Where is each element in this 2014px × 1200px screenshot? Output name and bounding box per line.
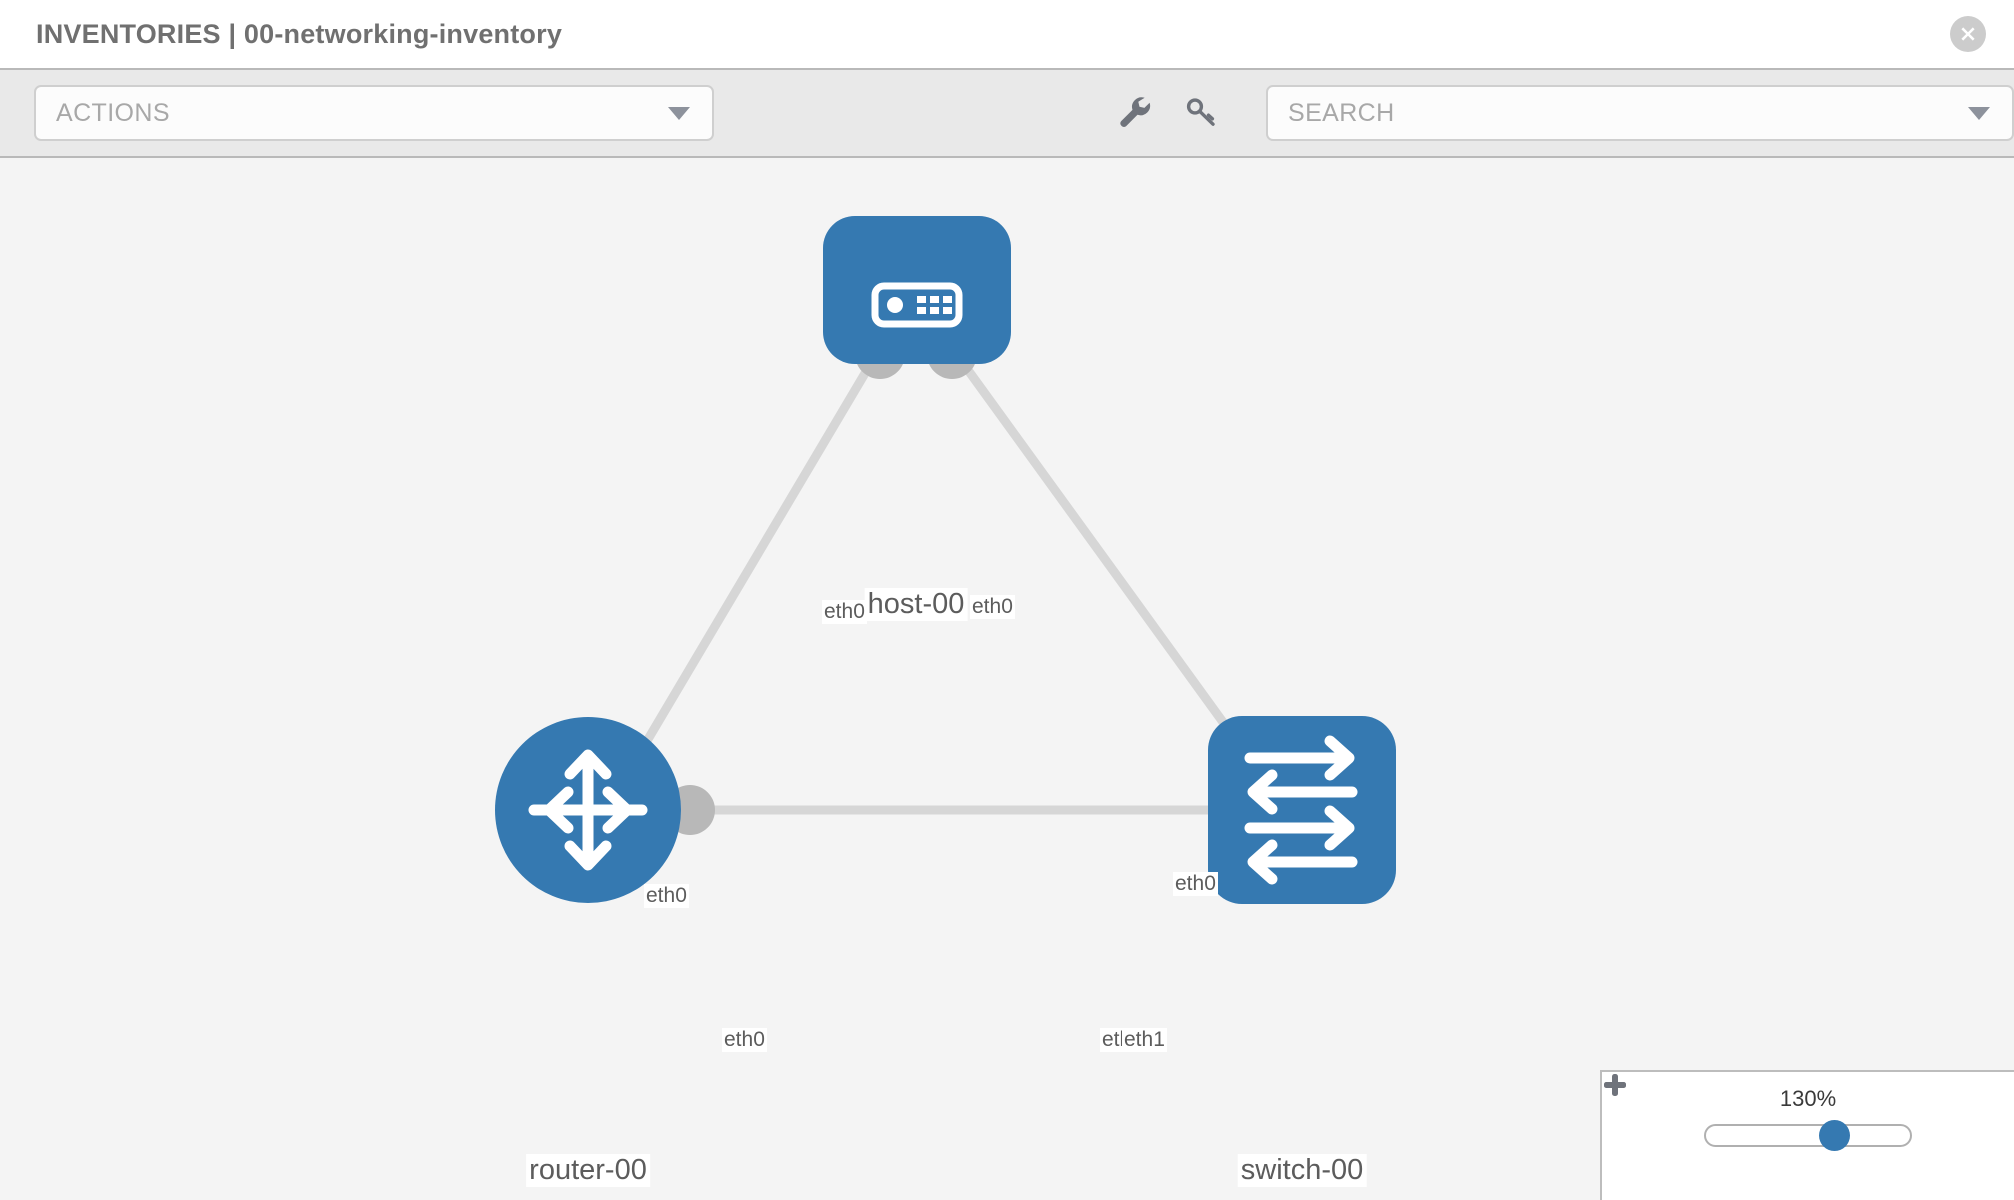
zoom-slider[interactable] <box>1704 1120 1912 1151</box>
topology-toolbar: ACTIONS <box>0 68 2014 158</box>
search-field-wrapper[interactable] <box>1266 85 2014 141</box>
node-label-router-00: router-00 <box>526 1154 650 1187</box>
iface-label: eth0 <box>644 884 689 908</box>
zoom-control-panel: 130% <box>1600 1070 2014 1200</box>
page-title: INVENTORIES | 00-networking-inventory <box>36 18 563 49</box>
actions-dropdown-label: ACTIONS <box>56 98 170 127</box>
chevron-down-icon[interactable] <box>1968 106 1990 120</box>
topology-graph <box>495 216 1396 904</box>
zoom-slider-row <box>1604 1074 1930 1151</box>
iface-label: eth0 <box>822 600 867 624</box>
chevron-down-icon <box>668 106 690 120</box>
zoom-slider-handle[interactable] <box>1819 1120 1851 1151</box>
iface-label: eth0 <box>722 1028 767 1052</box>
page-header: INVENTORIES | 00-networking-inventory <box>0 0 2014 68</box>
toolbar-icon-group <box>1114 92 1220 135</box>
close-icon[interactable] <box>1950 16 1986 52</box>
topology-edges <box>621 345 1266 815</box>
topology-node-router-00 <box>495 717 681 903</box>
iface-label: eth1 <box>1122 1028 1167 1052</box>
node-label-switch-00: switch-00 <box>1237 1154 1367 1187</box>
wrench-icon[interactable] <box>1114 92 1152 135</box>
node-label-host-00: host-00 <box>864 588 968 621</box>
topology-node-switch-00 <box>1208 716 1396 904</box>
topology-connectors <box>600 329 1287 835</box>
iface-label: eth0 <box>970 595 1015 619</box>
iface-label: eth0 <box>1173 872 1218 896</box>
zoom-level-value: 130% <box>1779 1086 1837 1111</box>
topology-canvas[interactable]: host-00 router-00 switch-00 eth0 eth0 et… <box>0 158 2014 1200</box>
topology-node-host-00 <box>823 216 1011 364</box>
actions-dropdown[interactable]: ACTIONS <box>34 85 714 141</box>
search-input[interactable] <box>1288 98 1968 128</box>
key-icon[interactable] <box>1182 92 1220 135</box>
